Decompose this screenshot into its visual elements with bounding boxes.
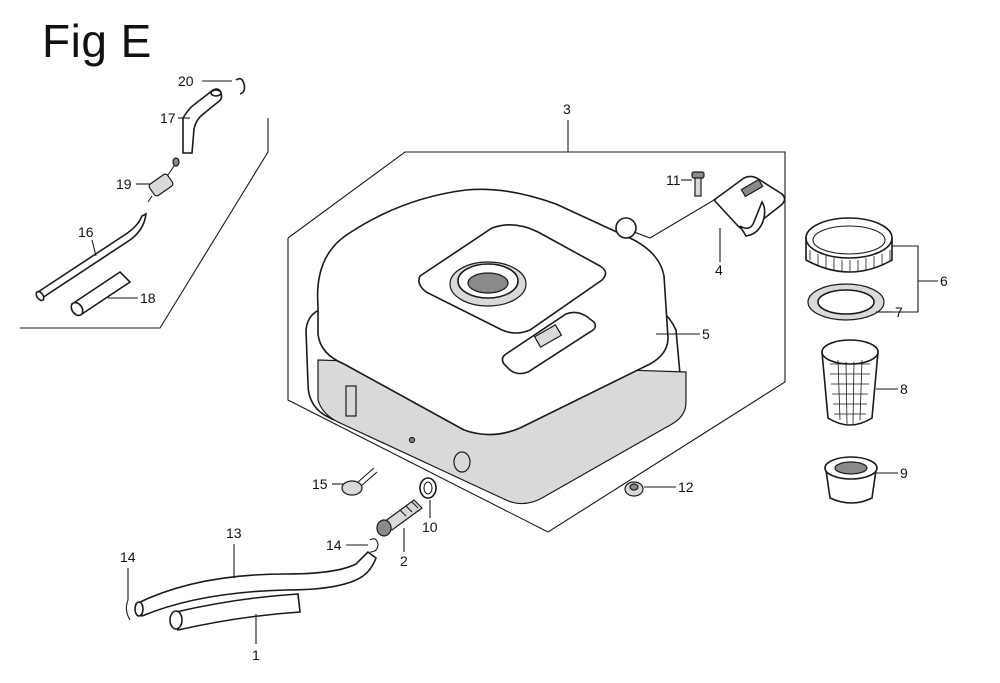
- part-14-clip: [125, 538, 379, 621]
- callout-13: 13: [226, 525, 242, 541]
- callout-3: 3: [563, 101, 571, 117]
- part-12-nut: [624, 481, 644, 497]
- part-4-fuel-gauge: [615, 175, 786, 239]
- callout-10: 10: [422, 519, 438, 535]
- part-19-valve: [147, 157, 180, 203]
- callout-15: 15: [312, 476, 328, 492]
- part-9-collar: [824, 456, 878, 504]
- part-2-fuel-cock: [376, 499, 423, 537]
- callout-8: 8: [900, 381, 908, 397]
- leader-lines: [91, 80, 938, 644]
- callout-16: 16: [78, 224, 94, 240]
- callout-11: 11: [666, 172, 681, 188]
- part-15-bolt: [341, 467, 378, 496]
- callouts: 20 17 19 16 18 3 11 4 5 6 7 8 9 12 15 10…: [78, 73, 948, 663]
- part-16-hose: [35, 212, 147, 302]
- assembly-frame-3: [287, 120, 786, 533]
- callout-9: 9: [900, 465, 908, 481]
- callout-19: 19: [116, 176, 132, 192]
- callout-18: 18: [140, 290, 156, 306]
- part-6-fuel-cap: [805, 217, 893, 273]
- callout-4: 4: [715, 262, 723, 278]
- part-17-hose: [182, 88, 223, 154]
- callout-1: 1: [252, 647, 260, 663]
- part-20-clip: [235, 77, 246, 95]
- callout-6: 6: [940, 273, 948, 289]
- callout-7: 7: [895, 304, 903, 320]
- callout-14-left: 14: [120, 549, 136, 565]
- part-1-hose: [169, 593, 301, 631]
- part-8-strainer: [821, 339, 879, 426]
- part-5-fuel-tank: [305, 188, 687, 505]
- part-11-screw: [691, 171, 705, 197]
- part-10-o-ring: [419, 477, 437, 499]
- callout-5: 5: [702, 326, 710, 342]
- callout-14-right: 14: [326, 537, 342, 553]
- part-13-fuel-hose: [134, 550, 377, 618]
- part-18-sleeve: [70, 270, 132, 317]
- callout-17: 17: [160, 110, 176, 126]
- part-7-gasket: [807, 283, 885, 321]
- callout-12: 12: [678, 479, 694, 495]
- callout-2: 2: [400, 553, 408, 569]
- callout-20: 20: [178, 73, 194, 89]
- inset-frame: [20, 118, 269, 329]
- figure-title: Fig E: [42, 15, 152, 67]
